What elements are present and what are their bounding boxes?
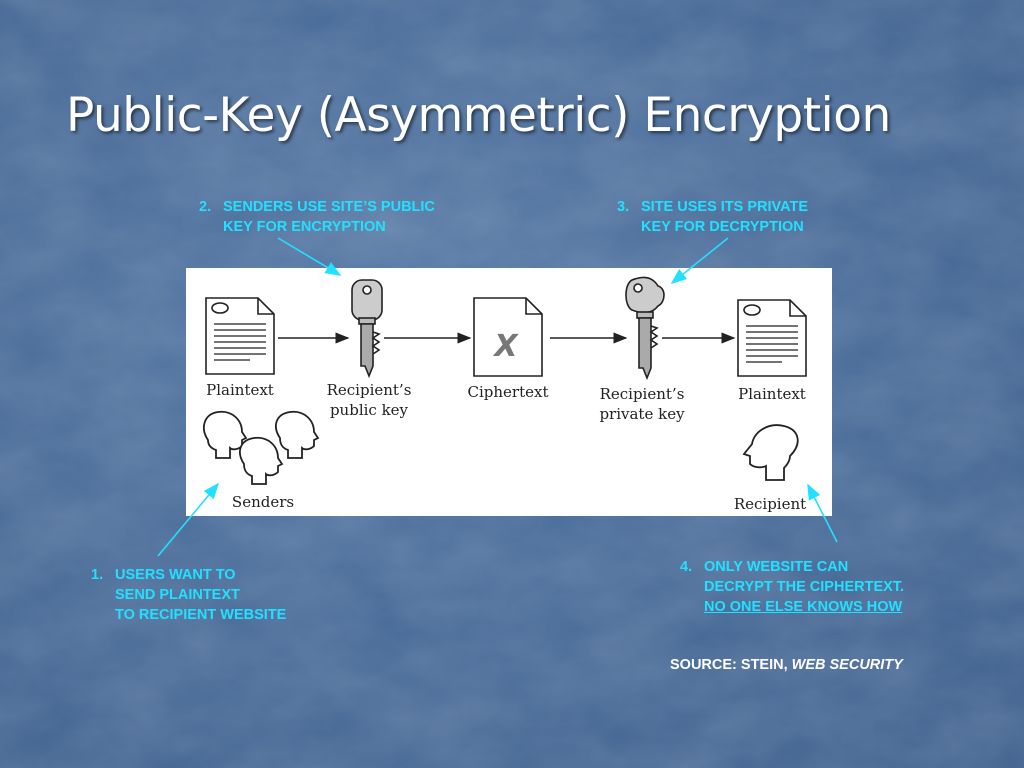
private-key-label-line: Recipient’s	[599, 385, 685, 403]
senders-heads-icon	[203, 410, 320, 485]
note-2-public-key: 2. SENDERS USE SITE’S PUBLIC KEY FOR ENC…	[199, 197, 435, 237]
encryption-diagram: X	[186, 268, 832, 516]
recipient-label: Recipient	[733, 495, 807, 513]
senders-label: Senders	[231, 493, 295, 511]
recipient-head-icon	[742, 424, 799, 481]
note-3-private-key: 3. SITE USES ITS PRIVATE KEY FOR DECRYPT…	[617, 197, 808, 237]
public-key-label: Recipient’s public key	[327, 380, 412, 420]
note-line: KEY FOR DECRYPTION	[641, 219, 804, 235]
source-prefix: SOURCE: STEIN,	[670, 657, 788, 673]
note-line: SENDERS USE SITE’S PUBLIC	[223, 199, 435, 215]
plaintext-document-icon	[737, 299, 807, 377]
note-4-website: 4. ONLY WEBSITE CAN DECRYPT THE CIPHERTE…	[680, 557, 904, 617]
note-line: SEND PLAINTEXT	[115, 587, 240, 603]
note-number: 4.	[680, 559, 693, 575]
plaintext-document-icon	[205, 297, 275, 375]
source-citation: SOURCE: STEIN, WEB SECURITY	[670, 657, 903, 673]
private-key-icon	[625, 276, 665, 381]
public-key-label-line: public key	[329, 401, 409, 419]
public-key-label-line: Recipient’s	[326, 381, 412, 399]
private-key-label: Recipient’s private key	[599, 384, 684, 424]
slide-title: Public-Key (Asymmetric) Encryption	[66, 88, 891, 143]
note-line: USERS WANT TO	[115, 567, 236, 583]
note-number: 2.	[199, 199, 212, 215]
note-line: SITE USES ITS PRIVATE	[641, 199, 809, 215]
ciphertext-mark: X	[492, 329, 519, 364]
note-number: 3.	[617, 199, 630, 215]
note-underlined-line: NO ONE ELSE KNOWS HOW	[704, 599, 903, 615]
note-1-users: 1. USERS WANT TO SEND PLAINTEXT TO RECIP…	[91, 565, 286, 625]
source-book-title: WEB SECURITY	[791, 657, 903, 673]
diagram-drawing: X	[203, 276, 807, 485]
note-number: 1.	[91, 567, 104, 583]
note-line: KEY FOR ENCRYPTION	[223, 219, 386, 235]
note-line: ONLY WEBSITE CAN	[704, 559, 849, 575]
plaintext-left-label: Plaintext	[206, 381, 274, 399]
note-line: DECRYPT THE CIPHERTEXT.	[704, 579, 905, 595]
ciphertext-document-icon	[473, 297, 543, 377]
ciphertext-label: Ciphertext	[467, 383, 549, 401]
private-key-label-line: private key	[599, 405, 685, 423]
note-line: TO RECIPIENT WEBSITE	[115, 607, 287, 623]
public-key-icon	[351, 279, 383, 379]
plaintext-right-label: Plaintext	[738, 385, 806, 403]
